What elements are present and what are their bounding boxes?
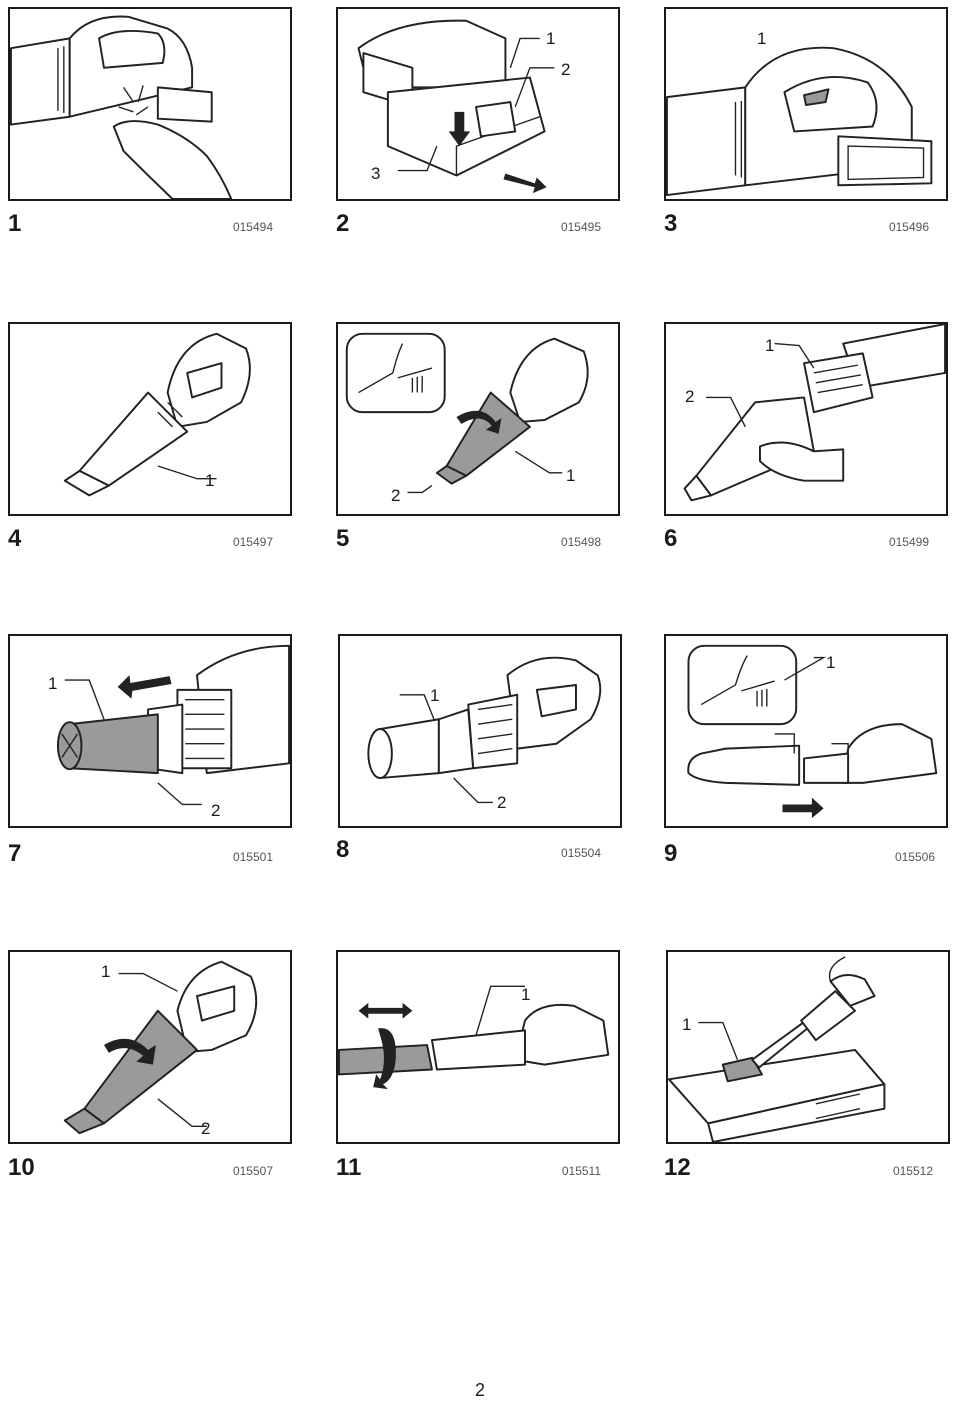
figure-1-number: 1: [8, 210, 22, 237]
battery-removal-drawing: [357, 19, 555, 194]
filter-installation-drawing: [367, 656, 602, 804]
figure-10-callout-1: 1: [101, 962, 111, 981]
figure-4-code: 015497: [232, 535, 273, 549]
figure-4-callout-1: 1: [205, 471, 215, 490]
figure-7-code: 015501: [232, 850, 273, 864]
figure-4-illustration: [8, 322, 292, 516]
extension-pipe-attachment-drawing: [338, 985, 610, 1090]
figure-5-callout-1: 1: [566, 466, 576, 485]
figure-11-illustration: [336, 950, 620, 1144]
vacuum-battery-release-drawing: [10, 15, 233, 199]
figure-1-illustration: [8, 7, 292, 201]
figure-2-code: 015495: [560, 220, 601, 234]
figure-8-callout-1: 1: [430, 686, 440, 705]
figure-9-callout-1: 1: [826, 653, 836, 672]
figure-9-number: 9: [664, 840, 678, 867]
figure-7-number: 7: [8, 840, 22, 867]
figure-6-code: 015499: [888, 535, 929, 549]
figure-7-illustration: [8, 634, 292, 828]
figure-6-number: 6: [664, 525, 678, 552]
figure-8-code: 015504: [560, 846, 601, 860]
figure-2-number: 2: [336, 210, 350, 237]
figure-10-number: 10: [8, 1154, 35, 1181]
figure-10-illustration: [8, 950, 292, 1144]
switch-operation-drawing: [666, 46, 933, 197]
figure-8-illustration: [338, 634, 622, 828]
figure-6-illustration: [664, 322, 948, 516]
figure-5-illustration: [336, 322, 620, 516]
figure-3-code: 015496: [888, 220, 929, 234]
figure-7-callout-1: 1: [48, 674, 58, 693]
figure-11-code: 015511: [561, 1164, 601, 1178]
figure-12-number: 12: [664, 1154, 691, 1181]
page-number: 2: [474, 1380, 485, 1400]
figure-6-callout-1: 1: [765, 336, 775, 355]
figure-3-number: 3: [664, 210, 678, 237]
nozzle-twist-lock-drawing: [63, 960, 258, 1135]
figure-9-illustration: [664, 634, 948, 828]
figure-2-callout-1: 1: [546, 29, 556, 48]
filter-removal-drawing: [56, 644, 290, 806]
figure-3-illustration: [664, 7, 948, 201]
figure-7-callout-2: 2: [211, 801, 221, 820]
nozzle-attachment-drawing: [687, 644, 938, 819]
figure-9-code: 015506: [894, 850, 935, 864]
figure-10-callout-2: 2: [201, 1119, 211, 1138]
figure-5-callout-2: 2: [391, 486, 401, 505]
figure-12-callout-1: 1: [682, 1015, 692, 1034]
figure-2-illustration: [336, 7, 620, 201]
filter-exposure-drawing: [683, 324, 946, 502]
figure-4-number: 4: [8, 525, 22, 552]
figure-5-code: 015498: [560, 535, 601, 549]
figure-2-callout-2: 2: [561, 60, 571, 79]
figure-11-number: 11: [336, 1154, 362, 1181]
figure-3-callout-1: 1: [757, 29, 767, 48]
figure-10-code: 015507: [232, 1164, 273, 1178]
vacuum-with-nozzle-drawing: [63, 332, 251, 497]
figure-8-number: 8: [336, 836, 350, 863]
nozzle-removal-drawing: [345, 332, 589, 494]
figure-5-number: 5: [336, 525, 350, 552]
floor-nozzle-use-drawing: [668, 956, 886, 1142]
figure-2-callout-3: 3: [371, 164, 381, 183]
figure-6-callout-2: 2: [685, 387, 695, 406]
figure-1-code: 015494: [232, 220, 273, 234]
figure-12-code: 015512: [892, 1164, 933, 1178]
figure-11-callout-1: 1: [521, 985, 531, 1004]
figure-12-illustration: [666, 950, 950, 1144]
figure-8-callout-2: 2: [497, 793, 507, 812]
